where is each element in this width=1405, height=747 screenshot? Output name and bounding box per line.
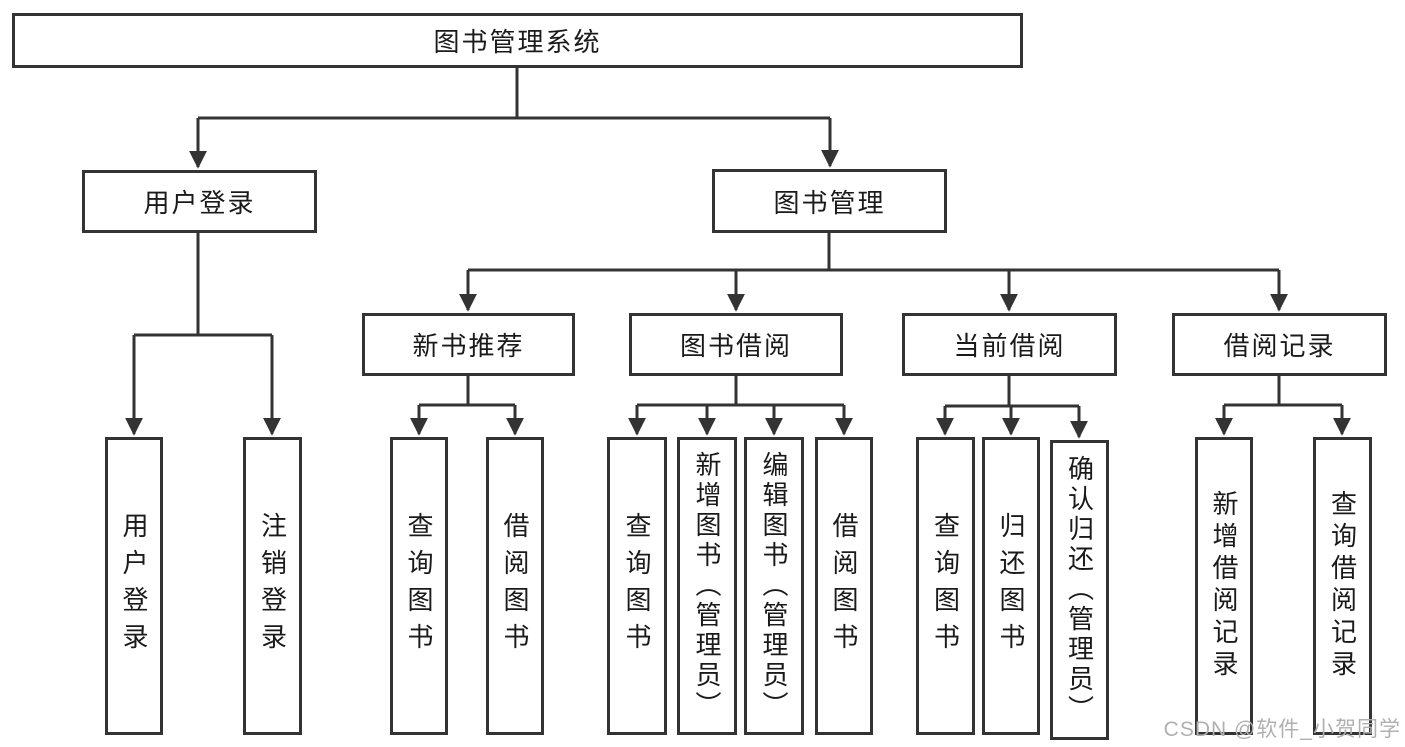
leaf-confirm-return-admin-label: 确认归还（管理员） [1064,455,1095,725]
leaf-borrow-books-recommend-label: 借阅图书 [500,512,530,660]
connector-new-book-recommend-to-leaves [410,376,524,436]
leaf-query-books-current-label: 查询图书 [930,512,961,660]
node-book-borrow-label: 图书借阅 [679,331,792,361]
leaf-query-books-recommend: 查询图书 [390,437,448,735]
leaf-borrow-books-label: 借阅图书 [829,512,859,660]
watermark: CSDN @软件_小贺同学 [1163,718,1401,741]
node-current-borrow: 当前借阅 [902,313,1117,376]
leaf-add-borrow-record: 新增借阅记录 [1195,437,1253,735]
leaf-query-borrow-record: 查询借阅记录 [1313,437,1372,735]
leaf-borrow-books-recommend: 借阅图书 [486,437,544,735]
leaf-user-login-label: 用户登录 [119,512,149,660]
leaf-query-books-current: 查询图书 [916,437,975,735]
node-user-login: 用户登录 [82,170,317,233]
connector-root-to-level2 [189,68,839,169]
node-root-label: 图书管理系统 [433,27,602,57]
leaf-query-borrow-record-label: 查询借阅记录 [1327,490,1358,682]
connector-borrow-records-to-leaves [1215,376,1351,436]
leaf-add-borrow-record-label: 新增借阅记录 [1209,490,1239,682]
leaf-return-books: 归还图书 [982,437,1040,735]
leaf-edit-books-admin-label: 编辑图书（管理员） [759,451,789,721]
connector-book-management-to-level3 [459,233,1288,312]
leaf-query-books-borrow-label: 查询图书 [622,512,652,660]
node-book-borrow: 图书借阅 [629,313,843,376]
leaf-edit-books-admin: 编辑图书（管理员） [744,437,804,735]
node-user-login-label: 用户登录 [143,188,256,218]
leaf-add-books-admin: 新增图书（管理员） [677,437,737,735]
node-current-borrow-label: 当前借阅 [953,331,1066,361]
node-borrow-records-label: 借阅记录 [1223,331,1336,361]
leaf-logout: 注销登录 [243,437,302,735]
node-book-management: 图书管理 [712,169,947,233]
leaf-logout-label: 注销登录 [257,512,288,660]
connector-current-borrow-to-leaves [936,376,1088,439]
leaf-confirm-return-admin: 确认归还（管理员） [1050,440,1109,740]
connector-user-login-to-leaves [125,233,281,436]
leaf-query-books-borrow: 查询图书 [607,437,667,735]
connector-book-borrow-to-leaves [628,376,853,436]
node-root: 图书管理系统 [12,13,1023,68]
leaf-add-books-admin-label: 新增图书（管理员） [692,451,722,721]
node-borrow-records: 借阅记录 [1172,313,1387,376]
leaf-borrow-books: 借阅图书 [815,437,873,735]
node-book-management-label: 图书管理 [773,187,886,218]
leaf-return-books-label: 归还图书 [996,512,1026,660]
node-new-book-recommend-label: 新书推荐 [412,331,525,361]
leaf-user-login: 用户登录 [105,437,163,735]
node-new-book-recommend: 新书推荐 [362,313,575,376]
leaf-query-books-recommend-label: 查询图书 [404,512,434,660]
